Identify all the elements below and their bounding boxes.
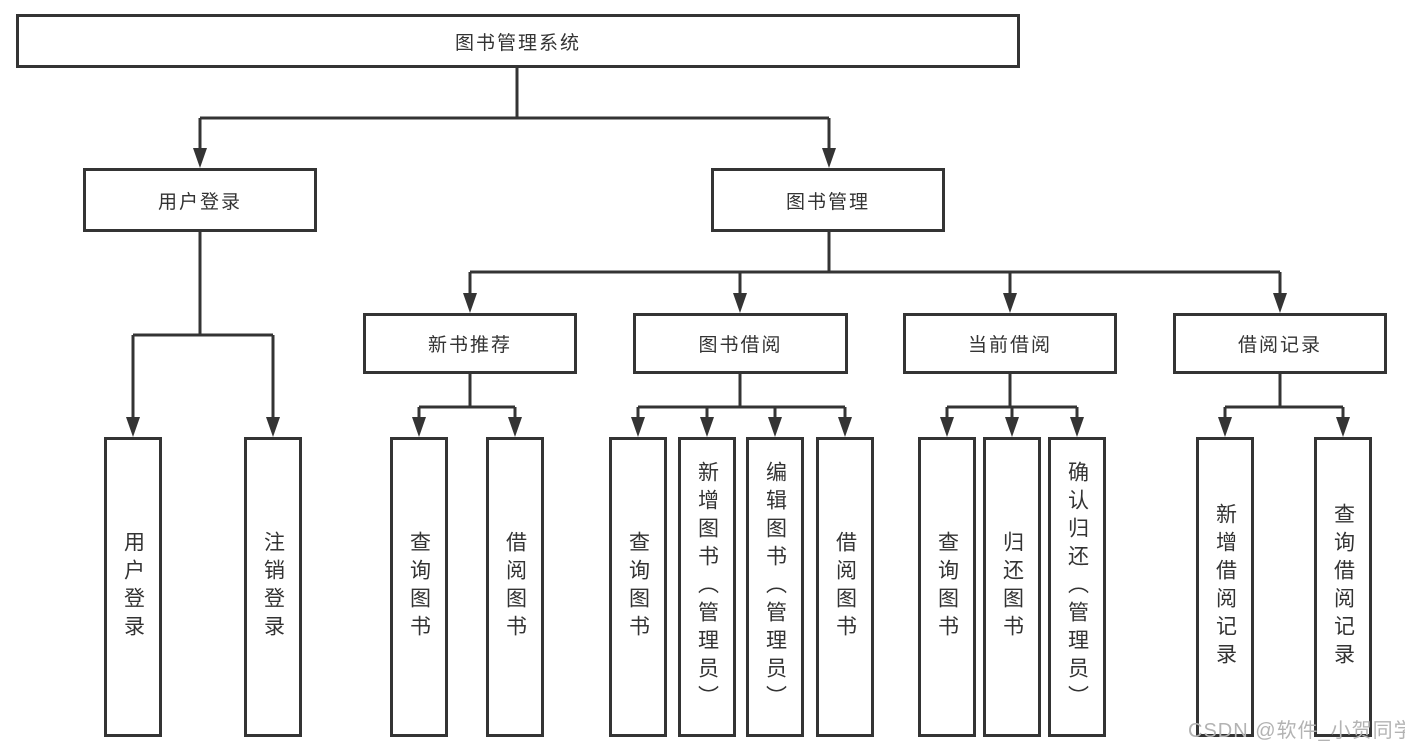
leaf-confirm-return-admin-label: 确认归还（管理员） (1065, 461, 1089, 713)
leaf-query-borrow-record-label: 查询借阅记录 (1331, 503, 1355, 671)
leaf-return-book-label: 归还图书 (1000, 531, 1024, 643)
leaf-query-books-current: 查询图书 (918, 437, 976, 737)
leaf-add-borrow-record-label: 新增借阅记录 (1213, 503, 1237, 671)
leaf-logout: 注销登录 (244, 437, 302, 737)
leaf-edit-book-admin: 编辑图书（管理员） (746, 437, 804, 737)
leaf-add-borrow-record: 新增借阅记录 (1196, 437, 1254, 737)
leaf-query-books-current-label: 查询图书 (935, 531, 959, 643)
leaf-user-login: 用户登录 (104, 437, 162, 737)
leaf-add-book-admin-label: 新增图书（管理员） (695, 461, 719, 713)
leaf-edit-book-admin-label: 编辑图书（管理员） (763, 461, 787, 713)
leaf-return-book: 归还图书 (983, 437, 1041, 737)
leaf-borrow-books: 借阅图书 (816, 437, 874, 737)
leaf-borrow-books-newrec: 借阅图书 (486, 437, 544, 737)
leaf-query-books-borrow: 查询图书 (609, 437, 667, 737)
node-book-borrow-label: 图书借阅 (698, 335, 783, 356)
watermark: CSDN @软件_小贺同学 (1188, 720, 1405, 742)
node-current-borrow: 当前借阅 (903, 313, 1117, 374)
leaf-borrow-books-label: 借阅图书 (833, 531, 857, 643)
node-user-login: 用户登录 (83, 168, 317, 232)
node-borrow-records: 借阅记录 (1173, 313, 1387, 374)
node-book-management-label: 图书管理 (785, 191, 870, 213)
leaf-query-borrow-record: 查询借阅记录 (1314, 437, 1372, 737)
node-borrow-records-label: 借阅记录 (1237, 335, 1322, 356)
node-root-label: 图书管理系统 (454, 32, 581, 54)
leaf-confirm-return-admin: 确认归还（管理员） (1048, 437, 1106, 737)
node-root: 图书管理系统 (16, 14, 1020, 68)
node-new-book-recommend-label: 新书推荐 (427, 335, 512, 356)
leaf-user-login-label: 用户登录 (121, 531, 145, 643)
node-book-borrow: 图书借阅 (633, 313, 848, 374)
node-current-borrow-label: 当前借阅 (967, 335, 1052, 356)
leaf-borrow-books-newrec-label: 借阅图书 (503, 531, 527, 643)
leaf-add-book-admin: 新增图书（管理员） (678, 437, 736, 737)
leaf-query-books-newrec-label: 查询图书 (407, 531, 431, 643)
node-book-management: 图书管理 (711, 168, 945, 232)
leaf-query-books-borrow-label: 查询图书 (626, 531, 650, 643)
leaf-query-books-newrec: 查询图书 (390, 437, 448, 737)
node-user-login-label: 用户登录 (157, 191, 242, 213)
leaf-logout-label: 注销登录 (261, 531, 285, 643)
node-new-book-recommend: 新书推荐 (363, 313, 577, 374)
